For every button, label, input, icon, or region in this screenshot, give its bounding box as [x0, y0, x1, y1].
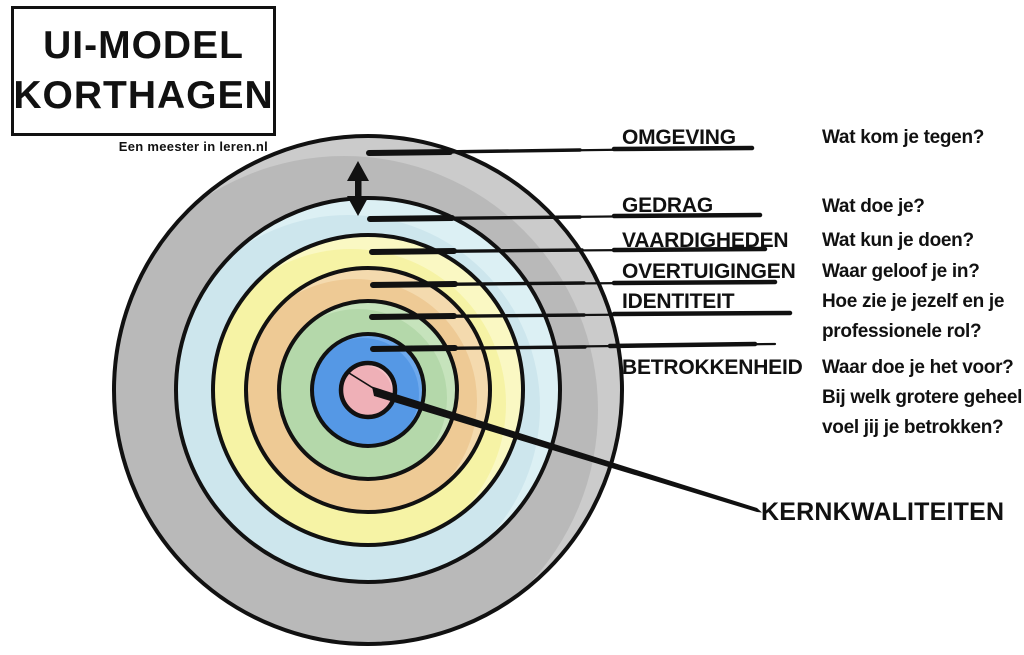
label-kernkwaliteiten: KERNKWALITEITEN	[761, 498, 1005, 526]
question-betrokkenheid: Waar doe je het voor? Bij welk grotere g…	[822, 357, 1023, 438]
question-identiteit: Hoe zie je jezelf en je professionele ro…	[822, 291, 1005, 342]
leader-line-betrokkenheid	[370, 341, 777, 352]
leader-line-overtuigingen	[370, 279, 778, 288]
title-box: UI-MODEL KORTHAGEN	[11, 6, 276, 136]
double-arrow-icon	[347, 161, 369, 216]
leader-line-omgeving	[366, 145, 755, 156]
ring-identiteit-outline	[277, 299, 459, 481]
title-line-1: UI-MODEL	[43, 24, 244, 67]
leader-line-vaardigheden	[369, 246, 768, 255]
label-betrokkenheid: BETROKKENHEID	[622, 356, 803, 379]
ring-omgeving-outline	[112, 134, 624, 646]
question-vaardigheden: Wat kun je doen?	[822, 230, 974, 251]
label-gedrag: GEDRAG	[622, 194, 713, 217]
label-overtuigingen: OVERTUIGINGEN	[622, 260, 796, 283]
question-gedrag: Wat doe je?	[822, 196, 925, 217]
core-kernkwaliteiten-outline	[338, 360, 398, 420]
leader-lines	[366, 145, 793, 352]
leader-line-identiteit	[369, 310, 793, 320]
question-overtuigingen: Waar geloof je in?	[822, 261, 980, 282]
label-identiteit: IDENTITEIT	[622, 290, 735, 313]
title-line-2: KORTHAGEN	[13, 74, 274, 117]
ring-vaardigheden-outline	[211, 233, 525, 547]
ring-gedrag-outline	[174, 196, 562, 584]
ring-overtuigingen-outline	[244, 266, 492, 514]
leader-line-gedrag	[367, 212, 763, 222]
label-omgeving: OMGEVING	[622, 126, 736, 149]
ring-betrokkenheid-outline	[310, 332, 426, 448]
question-omgeving: Wat kom je tegen?	[822, 127, 985, 148]
credit-text: Een meester in leren.nl	[118, 139, 268, 154]
leader-line-kernkwaliteiten	[348, 372, 762, 513]
label-vaardigheden: VAARDIGHEDEN	[622, 229, 789, 252]
